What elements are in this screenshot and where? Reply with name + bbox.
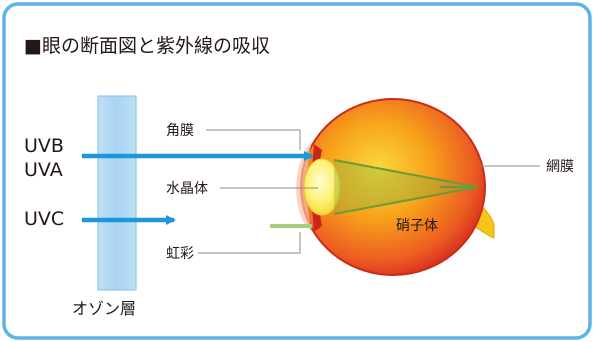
cornea-label: 角膜 <box>166 123 194 139</box>
diagram-title: ■眼の断面図と紫外線の吸収 <box>24 35 270 57</box>
uvb-label: UVB <box>24 135 64 157</box>
green-ray-upper <box>333 159 479 188</box>
light-paths <box>270 159 479 228</box>
eyeball <box>301 99 485 275</box>
vitreous-label: 硝子体 <box>396 218 438 234</box>
ozone-label: オゾン層 <box>72 299 136 318</box>
uva-label: UVA <box>24 159 63 181</box>
iris-label: 虹彩 <box>166 246 194 262</box>
ozone-layer <box>97 95 137 291</box>
lens-label: 水晶体 <box>166 181 208 197</box>
lens-shape <box>303 158 341 216</box>
green-ray-cone <box>334 160 478 214</box>
cornea-leader <box>206 129 301 150</box>
green-ray-lower <box>333 186 479 215</box>
retina-label: 網膜 <box>546 159 574 175</box>
eye-cross-section <box>296 98 495 276</box>
uvc-label: UVC <box>24 208 64 230</box>
iris-leader <box>198 232 301 254</box>
